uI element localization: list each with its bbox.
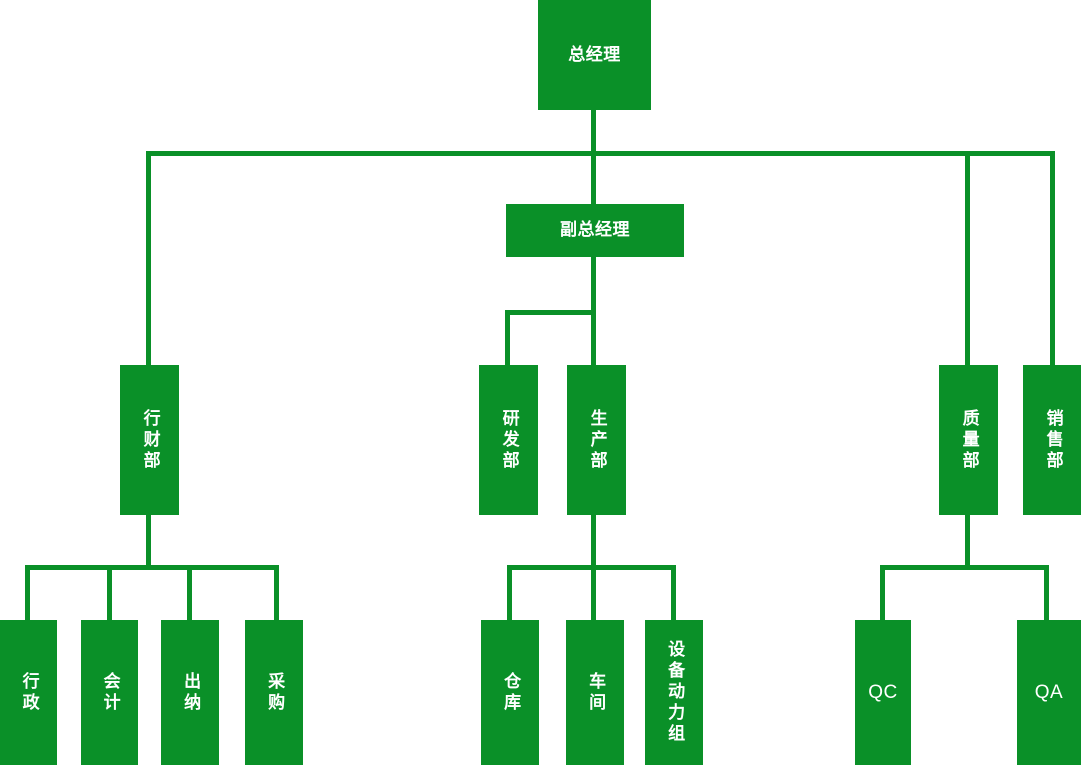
connector-quality-stem	[965, 515, 970, 570]
org-node-label: 研发部	[498, 408, 519, 472]
org-node-equipment[interactable]: 设备动力组	[645, 620, 703, 765]
org-node-qc[interactable]: QC	[855, 620, 911, 765]
org-node-admin[interactable]: 行政	[0, 620, 57, 765]
org-node-label: QC	[868, 681, 898, 703]
org-node-dgm[interactable]: 副总经理	[506, 204, 684, 257]
connector-drop-account	[107, 565, 112, 622]
connector-drop-quality	[965, 151, 970, 367]
connector-bus-left	[25, 565, 279, 570]
org-node-workshop[interactable]: 车间	[566, 620, 624, 765]
connector-drop-adminfin	[146, 151, 151, 367]
org-node-account[interactable]: 会计	[81, 620, 138, 765]
connector-prod-stem	[591, 515, 596, 570]
org-node-sales[interactable]: 销售部	[1023, 365, 1081, 515]
connector-adminfin-stem	[146, 515, 151, 570]
org-node-prod[interactable]: 生产部	[567, 365, 626, 515]
org-node-admin_fin[interactable]: 行财部	[120, 365, 179, 515]
org-node-quality[interactable]: 质量部	[939, 365, 998, 515]
connector-drop-sales	[1050, 151, 1055, 367]
org-node-label: 副总经理	[560, 220, 630, 241]
org-node-label: 生产部	[586, 408, 607, 472]
org-node-gm[interactable]: 总经理	[538, 0, 651, 110]
org-node-purchase[interactable]: 采购	[245, 620, 303, 765]
connector-bus-dgm	[505, 310, 596, 315]
org-node-label: 总经理	[568, 44, 621, 65]
org-node-rnd[interactable]: 研发部	[479, 365, 538, 515]
org-node-cashier[interactable]: 出纳	[161, 620, 219, 765]
org-node-qa[interactable]: QA	[1017, 620, 1081, 765]
org-node-label: 行政	[18, 671, 39, 714]
connector-drop-warehouse	[507, 565, 512, 622]
connector-drop-workshop	[591, 565, 596, 622]
connector-drop-dgm	[591, 151, 596, 206]
org-node-label: 设备动力组	[664, 640, 685, 745]
connector-drop-purchase	[274, 565, 279, 622]
connector-drop-equipment	[671, 565, 676, 622]
org-node-label: 行财部	[139, 408, 160, 472]
org-node-label: 出纳	[180, 671, 201, 714]
org-node-label: 质量部	[958, 408, 979, 472]
connector-drop-admin	[25, 565, 30, 622]
org-node-label: 车间	[585, 671, 606, 714]
connector-drop-qc	[880, 565, 885, 622]
connector-bus-right	[880, 565, 1049, 570]
org-node-warehouse[interactable]: 仓库	[481, 620, 539, 765]
org-node-label: 仓库	[500, 671, 521, 714]
connector-drop-rnd	[505, 310, 510, 367]
org-node-label: 会计	[99, 671, 120, 714]
connector-drop-cashier	[187, 565, 192, 622]
connector-drop-qa	[1044, 565, 1049, 622]
org-node-label: 采购	[264, 671, 285, 714]
connector-gm-stem	[591, 110, 596, 157]
org-node-label: QA	[1034, 681, 1064, 703]
connector-bus-top	[146, 151, 1055, 156]
org-node-label: 销售部	[1042, 408, 1063, 472]
